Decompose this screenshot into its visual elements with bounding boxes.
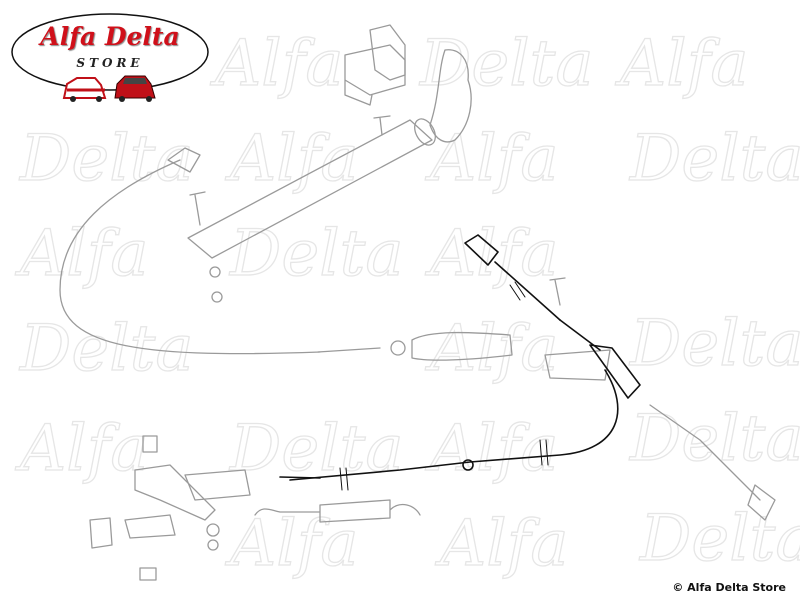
washer [209, 266, 221, 278]
tube-collar [414, 118, 436, 146]
watermark-text: Delta [629, 122, 800, 196]
washer-lower [207, 539, 219, 551]
watermark-text: Delta [19, 122, 194, 196]
adjuster-rod [317, 347, 381, 353]
threaded-end [279, 476, 321, 479]
watermark-text: Alfa [210, 27, 344, 101]
watermark-text: Delta [19, 312, 194, 386]
bushing [142, 435, 158, 453]
bolt-top [373, 115, 391, 136]
nut-bottom [139, 567, 157, 581]
bolt-left [189, 191, 206, 226]
watermark-text: Delta [229, 412, 404, 486]
nut-lower [206, 523, 220, 537]
clevis-small [124, 514, 176, 539]
watermark-text: Delta [629, 402, 800, 476]
lever-arm [429, 49, 472, 143]
car-icon [114, 75, 156, 102]
cable-main [289, 369, 619, 481]
front-rod [494, 261, 561, 321]
watermark-text: Alfa [15, 217, 149, 291]
clevis-lower [184, 469, 251, 501]
bracket [344, 44, 406, 106]
clevis-top [167, 147, 201, 173]
watermark-text: Alfa [425, 312, 559, 386]
watermark-text: Delta [639, 502, 800, 576]
logo-subtitle: STORE [76, 56, 144, 70]
watermark-text: Alfa [15, 412, 149, 486]
watermark-texts: Alfa Delta Alfa Delta Alfa Alfa Delta Al… [14, 26, 800, 581]
watermark-text: Alfa [425, 217, 559, 291]
bracket-plate [544, 349, 611, 381]
logo-oval [11, 13, 209, 102]
clevis-right [747, 484, 776, 521]
bracket-top [369, 24, 406, 81]
watermark-text: Delta [629, 307, 800, 381]
handbrake-lever-tube [187, 119, 433, 259]
watermark-text: Alfa [425, 412, 559, 486]
cable-left [59, 159, 321, 355]
pivot-bracket [134, 464, 216, 521]
spring [254, 499, 421, 523]
clevis-front [464, 234, 499, 266]
watermark-text: Alfa [615, 27, 749, 101]
car-icon [62, 77, 107, 102]
nut-mid [390, 340, 406, 356]
equalizer [589, 344, 641, 399]
watermark-text: Delta [419, 27, 594, 101]
watermark-text: Delta [229, 217, 404, 291]
watermark-text: Alfa [425, 122, 559, 196]
watermark-text: Alfa [225, 507, 359, 581]
bolt-right [549, 277, 566, 306]
store-logo[interactable]: Alfa Delta STORE [9, 10, 211, 102]
logo-title: Alfa Delta [40, 22, 180, 51]
cable-right-end [649, 404, 761, 501]
break-marks [339, 281, 549, 491]
adjust-nut [462, 459, 474, 471]
faded-parts [59, 24, 776, 581]
rubber-boot [411, 331, 513, 361]
watermark-text: Alfa [435, 507, 569, 581]
boot-small [89, 517, 113, 549]
nut [211, 291, 223, 303]
highlighted-parts [279, 234, 641, 491]
copyright-text: © Alfa Delta Store [672, 581, 786, 594]
